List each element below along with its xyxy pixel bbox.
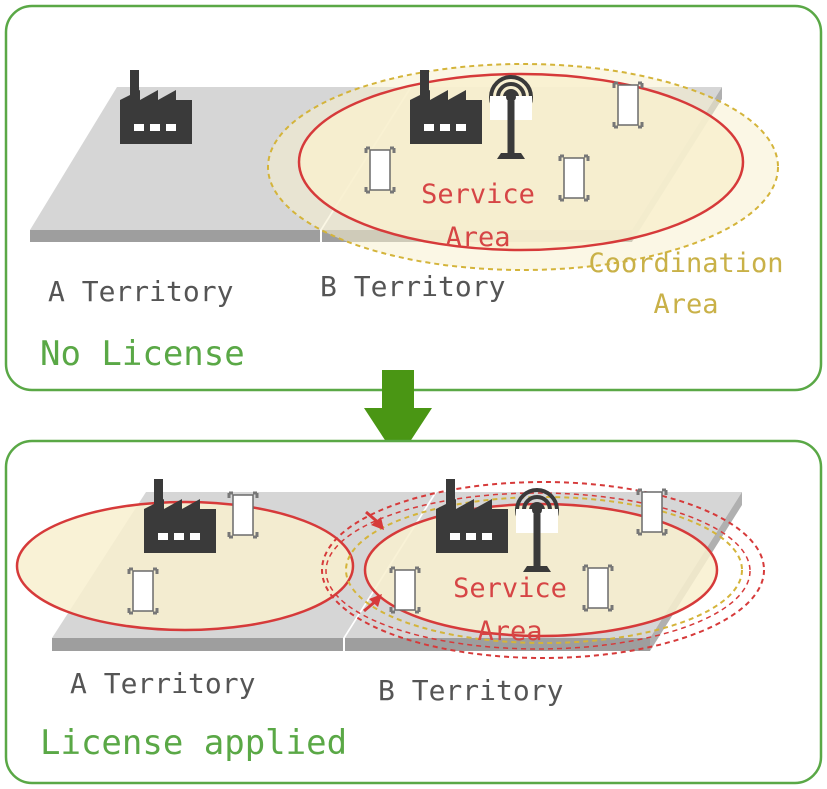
coordination-area-label: Coordination <box>588 248 783 279</box>
b-territory-label: B Territory <box>320 270 505 303</box>
b-outer-boundary <box>321 481 765 659</box>
panel-license-applied: Service Area A Territory B Territory Lic… <box>4 439 823 785</box>
boundary-pointers <box>363 510 384 613</box>
service-area-label: Service <box>421 179 535 210</box>
mobile-device-icon <box>612 81 644 129</box>
b-reduced-boundary <box>325 492 751 650</box>
mobile-device-icon <box>227 491 259 539</box>
panel-no-license: Service Area Coordination Area A Territo… <box>4 4 823 392</box>
panel-status-label: License applied <box>40 723 347 763</box>
a-territory-label: A Territory <box>48 275 233 308</box>
service-area-label: Area <box>477 616 542 647</box>
coordination-area <box>345 496 743 644</box>
a-service-area <box>15 500 355 632</box>
mobile-device-icon <box>558 154 590 202</box>
service-area-label: Service <box>453 573 567 604</box>
service-area-label: Area <box>445 222 510 253</box>
mobile-device-icon <box>364 146 396 194</box>
mobile-device-icon <box>127 567 159 615</box>
mobile-device-icon <box>389 566 421 614</box>
panel-status-label: No License <box>40 334 245 374</box>
mobile-device-icon <box>582 564 614 612</box>
mobile-device-icon <box>636 488 668 536</box>
coordination-area-label: Area <box>653 289 718 320</box>
down-arrow-icon <box>364 370 432 460</box>
a-territory-label: A Territory <box>70 667 255 700</box>
b-territory-label: B Territory <box>378 674 563 707</box>
